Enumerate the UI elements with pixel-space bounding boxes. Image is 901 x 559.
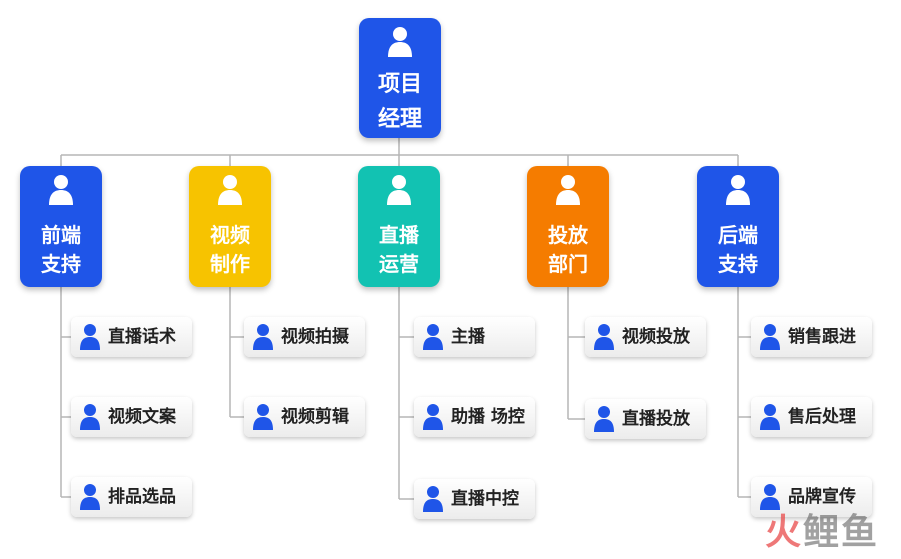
watermark-part2: 鲤鱼	[802, 512, 879, 553]
person-icon	[388, 27, 412, 57]
dept-label-line1: 前端	[41, 223, 81, 247]
person-icon	[218, 175, 242, 205]
root-label-line1: 项目	[377, 72, 422, 97]
person-icon	[556, 175, 580, 205]
role-item: 主播	[414, 317, 535, 357]
person-icon	[80, 484, 100, 510]
person-icon	[80, 324, 100, 350]
role-item-label: 视频投放	[622, 327, 690, 347]
dept-node-ad-placement: 投放 部门	[527, 166, 609, 287]
dept-node-video-production: 视频 制作	[189, 166, 271, 287]
role-item: 直播中控	[414, 479, 535, 519]
role-item: 排品选品	[71, 477, 192, 517]
role-item: 助播 场控	[414, 397, 535, 437]
role-item: 视频拍摄	[244, 317, 365, 357]
dept-label-line1: 视频	[210, 223, 250, 247]
dept-label-line2: 制作	[210, 252, 250, 276]
role-item: 销售跟进	[751, 317, 872, 357]
dept-node-backend-support: 后端 支持	[697, 166, 779, 287]
person-icon	[80, 404, 100, 430]
role-item-label: 品牌宣传	[788, 487, 856, 507]
role-item-label: 销售跟进	[788, 327, 856, 347]
role-item: 视频剪辑	[244, 397, 365, 437]
dept-label-line2: 部门	[548, 252, 588, 276]
person-icon	[760, 404, 780, 430]
role-item: 视频文案	[71, 397, 192, 437]
person-icon	[49, 175, 73, 205]
role-item-label: 主播	[451, 327, 485, 347]
role-item-label: 售后处理	[788, 407, 856, 427]
person-icon	[594, 324, 614, 350]
role-item-label: 视频文案	[108, 407, 176, 427]
role-item-label: 直播话术	[108, 327, 176, 347]
role-item-label: 视频剪辑	[281, 407, 349, 427]
person-icon	[253, 404, 273, 430]
person-icon	[423, 324, 443, 350]
person-icon	[423, 486, 443, 512]
watermark-part1: 火	[764, 512, 803, 553]
dept-label-line1: 投放	[548, 223, 588, 247]
dept-node-live-operations: 直播 运营	[358, 166, 440, 287]
dept-node-frontend-support: 前端 支持	[20, 166, 102, 287]
role-item: 直播投放	[585, 399, 706, 439]
role-item: 直播话术	[71, 317, 192, 357]
person-icon	[726, 175, 750, 205]
person-icon	[253, 324, 273, 350]
role-item-label: 排品选品	[108, 487, 176, 507]
root-label-line2: 经理	[377, 107, 422, 132]
role-item: 视频投放	[585, 317, 706, 357]
watermark-logo: 火鲤鱼	[765, 503, 879, 555]
dept-label-line1: 直播	[379, 223, 419, 247]
role-item: 售后处理	[751, 397, 872, 437]
person-icon	[387, 175, 411, 205]
dept-label-line2: 支持	[718, 252, 758, 276]
person-icon	[760, 484, 780, 510]
role-item-label: 直播中控	[451, 489, 519, 509]
person-icon	[594, 406, 614, 432]
root-node-project-manager: 项目 经理	[359, 18, 441, 138]
role-item-label: 助播 场控	[451, 407, 525, 427]
dept-label-line1: 后端	[718, 223, 758, 247]
dept-label-line2: 运营	[379, 252, 419, 276]
role-item-label: 视频拍摄	[281, 327, 349, 347]
role-item-label: 直播投放	[622, 409, 690, 429]
role-item: 品牌宣传	[751, 477, 872, 517]
person-icon	[760, 324, 780, 350]
person-icon	[423, 404, 443, 430]
dept-label-line2: 支持	[41, 252, 81, 276]
